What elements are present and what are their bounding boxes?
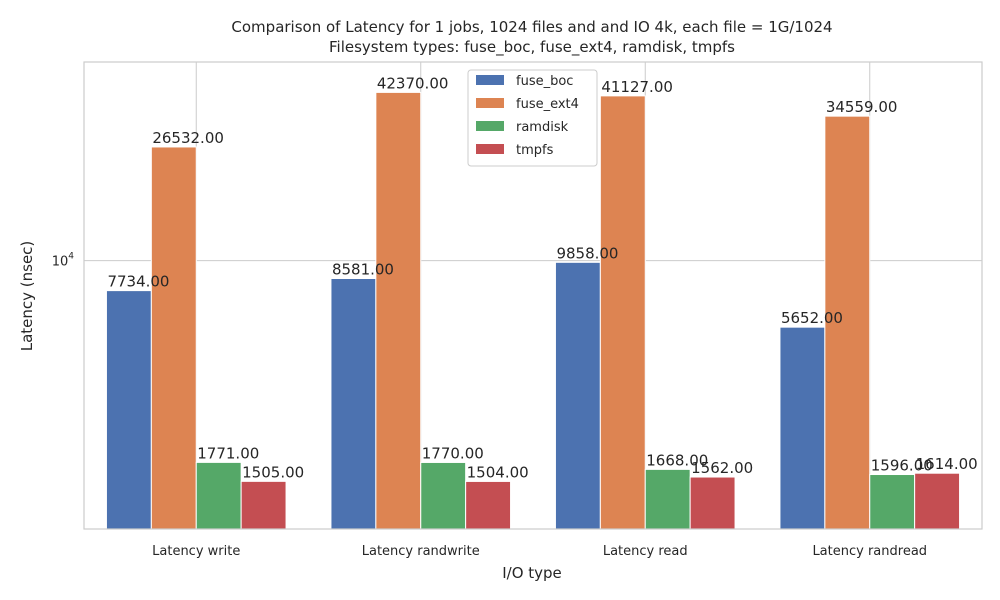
bar-ramdisk-3	[869, 474, 916, 530]
value-label-fuse_boc-3: 5652.00	[781, 309, 843, 327]
bar-tmpfs-2	[689, 476, 736, 530]
x-tick-label: Latency randread	[812, 544, 927, 559]
bar-fuse_boc-2	[554, 261, 601, 530]
value-label-fuse_boc-2: 9858.00	[556, 244, 618, 262]
value-label-ramdisk-1: 1770.00	[422, 444, 484, 462]
bar-tmpfs-1	[465, 480, 512, 530]
value-label-fuse_boc-0: 7734.00	[107, 273, 169, 291]
bar-fuse_boc-3	[779, 326, 826, 530]
bar-tmpfs-3	[914, 472, 961, 530]
x-tick-label: Latency read	[603, 544, 688, 559]
bar-fuse_boc-1	[330, 277, 377, 530]
legend-label-tmpfs: tmpfs	[516, 143, 554, 158]
legend-swatch-fuse_ext4	[476, 98, 504, 108]
legend-label-ramdisk: ramdisk	[516, 120, 569, 135]
legend-label-fuse_ext4: fuse_ext4	[516, 97, 579, 112]
y-tick-label: 104	[52, 252, 75, 270]
value-label-fuse_ext4-0: 26532.00	[152, 129, 224, 147]
legend-box	[467, 69, 598, 167]
bar-ramdisk-1	[420, 461, 467, 530]
value-label-fuse_ext4-3: 34559.00	[826, 98, 898, 116]
value-label-tmpfs-2: 1562.00	[691, 459, 753, 477]
value-label-fuse_ext4-1: 42370.00	[377, 74, 449, 92]
bar-fuse_ext4-3	[824, 115, 871, 530]
x-axis-label: I/O type	[502, 564, 562, 582]
bar-tmpfs-0	[240, 480, 287, 530]
value-label-ramdisk-0: 1771.00	[197, 444, 259, 462]
x-tick-label: Latency write	[152, 544, 240, 559]
chart-title-line1: Comparison of Latency for 1 jobs, 1024 f…	[231, 18, 832, 36]
y-axis-label: Latency (nsec)	[18, 241, 36, 352]
bar-ramdisk-0	[195, 461, 242, 530]
chart-title-line2: Filesystem types: fuse_boc, fuse_ext4, r…	[329, 38, 735, 57]
bars	[105, 91, 961, 530]
bar-fuse_ext4-1	[375, 91, 422, 530]
legend-label-fuse_boc: fuse_boc	[516, 74, 573, 89]
value-label-fuse_boc-1: 8581.00	[332, 260, 394, 278]
data-labels: 7734.00 8581.00 9858.00 5652.00 26532.00 4237…	[107, 74, 977, 481]
bar-fuse_ext4-2	[599, 95, 646, 530]
legend-swatch-ramdisk	[476, 121, 504, 131]
value-label-fuse_ext4-2: 41127.00	[601, 78, 673, 96]
value-label-tmpfs-0: 1505.00	[242, 463, 304, 481]
value-label-tmpfs-3: 1614.00	[916, 455, 978, 473]
y-tick-labels: 104	[52, 252, 75, 270]
legend-swatch-tmpfs	[476, 144, 504, 154]
plot-frame	[83, 61, 983, 530]
bar-fuse_boc-0	[105, 290, 152, 530]
x-tick-label: Latency randwrite	[362, 544, 480, 559]
value-label-ramdisk-2: 1668.00	[646, 451, 708, 469]
value-label-ramdisk-3: 1596.00	[871, 457, 933, 475]
x-tick-labels: Latency write Latency randwrite Latency re…	[152, 544, 927, 559]
legend-swatch-fuse_boc	[476, 75, 504, 85]
bar-ramdisk-2	[644, 468, 691, 530]
bar-fuse_ext4-0	[150, 146, 197, 530]
value-label-tmpfs-1: 1504.00	[467, 463, 529, 481]
